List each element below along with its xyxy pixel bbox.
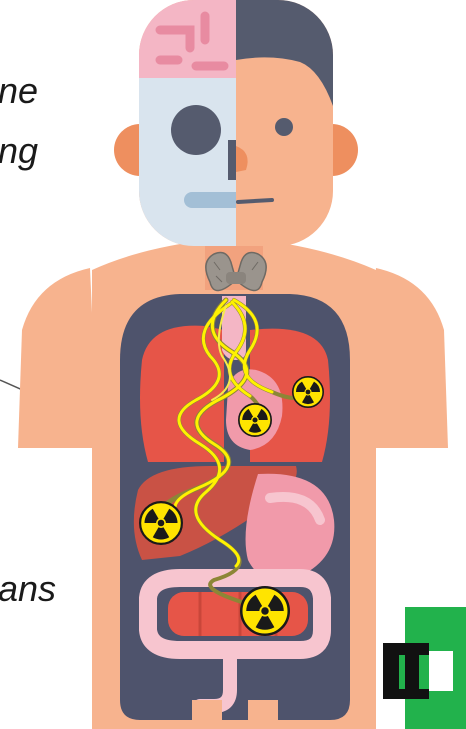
- radiation-symbol-icon: [293, 377, 323, 407]
- logo-mark-icon: [383, 607, 466, 729]
- skull-eye-socket: [171, 105, 221, 155]
- caption-fragment-2: ng: [0, 133, 38, 169]
- right-arm: [368, 268, 448, 448]
- radiation-symbol-icon: [241, 587, 289, 635]
- caption-fragment-3: ans: [0, 571, 56, 607]
- head: [114, 0, 358, 246]
- right-eye: [275, 118, 293, 136]
- left-arm: [18, 268, 98, 448]
- mouth: [238, 200, 272, 202]
- radiation-symbol-icon: [140, 502, 182, 544]
- caption-fragment-1: ne: [0, 73, 38, 109]
- radiation-symbol-icon: [239, 404, 271, 436]
